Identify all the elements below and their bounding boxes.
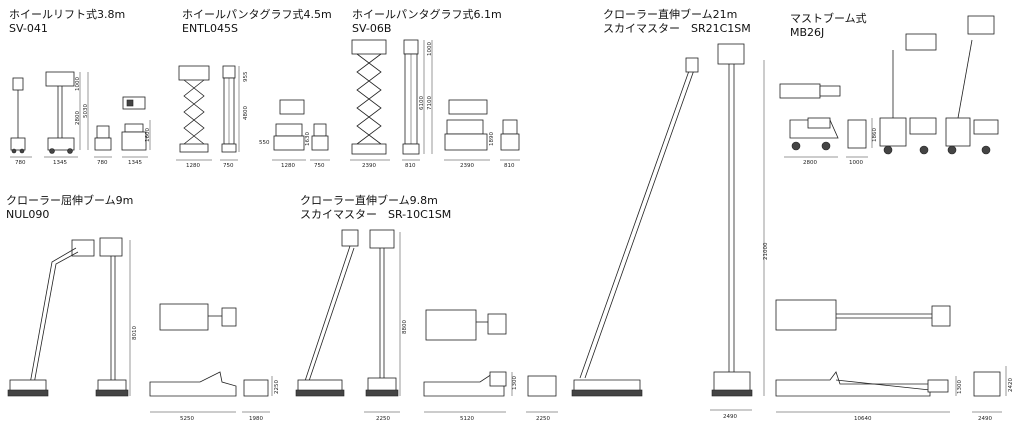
base-shape xyxy=(179,143,209,153)
dimension-label: 2800 xyxy=(75,111,81,125)
dimension-label: 6100 xyxy=(419,96,425,110)
machine-type-label: マストブーム式 xyxy=(790,12,867,25)
machine-model-label: SV-06B xyxy=(352,22,392,35)
mb26j-drawings: 2800 1000 1860 xyxy=(779,15,999,166)
boom-shape xyxy=(29,247,77,385)
dimension-label: 780 xyxy=(15,160,26,166)
machine-type-label: ホイールパンタグラフ式6.1m xyxy=(352,8,502,21)
dimension-label: 8800 xyxy=(402,320,408,334)
dimension-label: 1000 xyxy=(75,77,81,91)
dimension-label: 21000 xyxy=(763,242,769,260)
machine-type-label: ホイールリフト式3.8m xyxy=(9,8,126,21)
dimension-label: 1000 xyxy=(427,42,433,56)
dimension-label: 8010 xyxy=(132,326,138,340)
dimension-label: 2420 xyxy=(1008,378,1014,392)
dimension-label: 5250 xyxy=(180,416,194,422)
title-entl045s: ホイールパンタグラフ式4.5m ENTL045S xyxy=(182,8,332,36)
dimension-label: 1280 xyxy=(186,163,200,169)
machine-model-label: ENTL045S xyxy=(182,22,239,35)
machine-model-label: スカイマスター SR21C1SM xyxy=(603,22,751,35)
dimension-label: 955 xyxy=(243,71,249,82)
dimension-label: 2250 xyxy=(274,380,280,394)
boom-shape xyxy=(579,67,691,379)
dimension-label: 780 xyxy=(97,160,108,166)
platform-shape xyxy=(351,39,387,55)
mb26j-transport-drawings: 10640 2490 1300 2420 xyxy=(775,299,1014,422)
platform-shape xyxy=(12,77,24,91)
machine-model-label: MB26J xyxy=(790,26,825,39)
dimension-label: 810 xyxy=(405,163,416,169)
sr21-drawings: 2490 21000 xyxy=(571,43,769,420)
dimension-label: 1980 xyxy=(249,416,263,422)
dimension-label: 550 xyxy=(259,140,270,146)
boom-shape xyxy=(303,245,351,385)
title-nul090: クローラー屈伸ブーム9m NUL090 xyxy=(6,194,133,222)
dimension-label: 2490 xyxy=(723,414,737,420)
dimension-label: 10640 xyxy=(854,416,872,422)
title-sr21: クローラー直伸ブーム21m スカイマスター SR21C1SM xyxy=(603,8,751,36)
machine-type-label: クローラー直伸ブーム21m xyxy=(603,8,738,21)
dimension-label: 1345 xyxy=(53,160,67,166)
title-mb26j: マストブーム式 MB26J xyxy=(790,12,867,40)
dimension-label: 5120 xyxy=(460,416,474,422)
sv06b-drawings: 2390 810 2390 810 1000 6100 7100 1890 xyxy=(350,39,520,169)
dimension-label: 2250 xyxy=(536,416,550,422)
dimension-label: 750 xyxy=(223,163,234,169)
dimension-label: 4800 xyxy=(243,106,249,120)
dimension-label: 7100 xyxy=(427,96,433,110)
dimension-label: 2390 xyxy=(362,163,376,169)
dimension-label: 2800 xyxy=(803,160,817,166)
dimension-label: 2250 xyxy=(376,416,390,422)
dimension-label: 1860 xyxy=(872,128,878,142)
title-sv06b: ホイールパンタグラフ式6.1m SV-06B xyxy=(352,8,502,36)
title-sr10: クローラー直伸ブーム9.8m スカイマスター SR-10C1SM xyxy=(300,194,451,222)
title-sv041: ホイールリフト式3.8m SV-041 xyxy=(9,8,125,36)
base-shape xyxy=(351,143,387,155)
dimension-label: 2490 xyxy=(978,416,992,422)
platform-shape xyxy=(45,71,75,87)
machine-type-label: ホイールパンタグラフ式4.5m xyxy=(182,8,332,21)
nul090-drawings: 5250 1980 8010 2250 xyxy=(7,237,280,422)
machine-type-label: クローラー直伸ブーム9.8m xyxy=(300,194,438,207)
dimension-label: 1345 xyxy=(128,160,142,166)
platform-shape xyxy=(178,65,210,81)
scissor-shape xyxy=(356,53,382,145)
machine-model-label: NUL090 xyxy=(6,208,50,221)
machine-model-label: SV-041 xyxy=(9,22,48,35)
platform-shape xyxy=(122,96,146,110)
base-shape xyxy=(10,137,26,151)
dimension-label: 1600 xyxy=(145,128,151,142)
dimension-label: 5030 xyxy=(83,104,89,118)
entl045s-drawings: 1280 750 1280 750 955 4800 550 1630 xyxy=(176,65,330,169)
machine-model-label: スカイマスター SR-10C1SM xyxy=(300,208,452,221)
machine-type-label: クローラー屈伸ブーム9m xyxy=(6,194,134,207)
sv041-drawings: 780 1345 780 1345 1000 2800 5030 1600 xyxy=(10,71,151,166)
sr10-drawings: 2250 5120 2250 8800 1300 xyxy=(295,229,558,422)
scissor-shape xyxy=(183,79,205,145)
platform-shape xyxy=(717,43,745,65)
dimension-label: 1890 xyxy=(489,132,495,146)
dimension-label: 2390 xyxy=(460,163,474,169)
dimension-label: 1000 xyxy=(849,160,863,166)
base-shape xyxy=(47,137,75,151)
dimension-label: 750 xyxy=(314,163,325,169)
dimension-label: 1630 xyxy=(305,132,311,146)
dimension-label: 1300 xyxy=(957,380,963,394)
dimension-label: 1280 xyxy=(281,163,295,169)
dimension-label: 810 xyxy=(504,163,515,169)
dimension-label: 1300 xyxy=(512,376,518,390)
